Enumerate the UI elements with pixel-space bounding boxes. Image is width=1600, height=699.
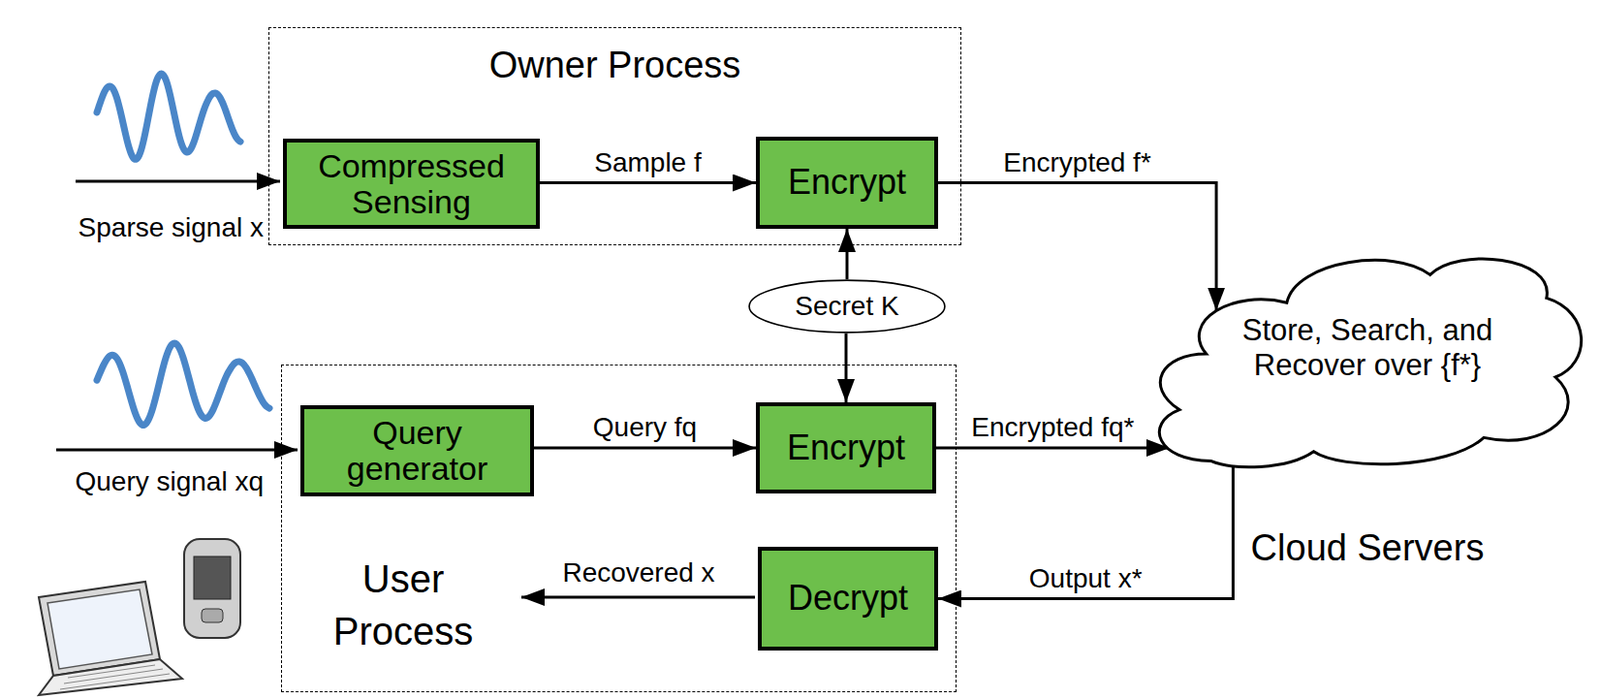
laptop-icon bbox=[38, 581, 183, 695]
node-label: Decrypt bbox=[787, 579, 909, 618]
process-box: Encrypt bbox=[755, 136, 939, 229]
ellipse-shape bbox=[749, 280, 945, 333]
edge-label: Encrypted fq* bbox=[968, 412, 1137, 443]
key-ellipse: Secret K bbox=[747, 279, 947, 334]
signal-label: Query signal xq bbox=[7, 467, 264, 498]
data-flow-arrow bbox=[539, 181, 756, 185]
process-box: Encrypt bbox=[755, 402, 937, 494]
data-flow-arrow bbox=[938, 465, 1233, 598]
phone-icon bbox=[184, 538, 241, 638]
keyboard-rows bbox=[60, 664, 170, 690]
output-arrow bbox=[521, 596, 755, 599]
laptop-screen bbox=[47, 589, 153, 669]
signal-wave bbox=[96, 343, 270, 425]
signal-label: Recovered x bbox=[541, 558, 736, 589]
cloud-node: Store, Search, and Recover over {f*}Clou… bbox=[1143, 237, 1592, 471]
cloud-shape bbox=[1159, 258, 1581, 468]
edge-label: Sample f bbox=[591, 148, 705, 179]
process-group: Compressed Sensing Encrypt Owner Process bbox=[268, 27, 962, 246]
input-arrow bbox=[75, 180, 281, 184]
process-box: Compressed Sensing bbox=[282, 138, 540, 229]
edge-label: Query fq bbox=[590, 412, 700, 443]
node-label: Store, Search, and Recover over {f*} bbox=[1211, 313, 1524, 382]
laptop-keyboard bbox=[38, 658, 183, 695]
group-title: User Process bbox=[301, 552, 505, 658]
data-flow-arrow bbox=[533, 446, 756, 450]
data-flow-arrow bbox=[845, 333, 848, 403]
process-box: Query generator bbox=[300, 405, 534, 497]
process-box: Decrypt bbox=[757, 546, 939, 651]
signal-group bbox=[96, 73, 270, 425]
phone-screen bbox=[193, 556, 231, 599]
node-caption: Cloud Servers bbox=[1143, 528, 1592, 569]
node-label: Compressed Sensing bbox=[290, 148, 533, 220]
node-label: Query generator bbox=[308, 414, 527, 486]
edge-label: Output x* bbox=[1026, 564, 1146, 595]
node-label: Encrypt bbox=[787, 163, 907, 202]
data-flow-arrow bbox=[846, 228, 849, 280]
data-flow-arrow bbox=[936, 446, 1170, 450]
signal-wave bbox=[96, 73, 241, 159]
data-flow-arrow bbox=[938, 183, 1217, 312]
node-label: Encrypt bbox=[786, 429, 906, 468]
edge-label: Encrypted f* bbox=[1000, 148, 1155, 179]
phone-button bbox=[201, 608, 223, 623]
input-arrow bbox=[56, 448, 298, 452]
signal-label: Sparse signal x bbox=[7, 213, 264, 244]
phone-body bbox=[184, 538, 241, 638]
group-title: Owner Process bbox=[269, 45, 961, 87]
node-label: Secret K bbox=[794, 291, 899, 321]
